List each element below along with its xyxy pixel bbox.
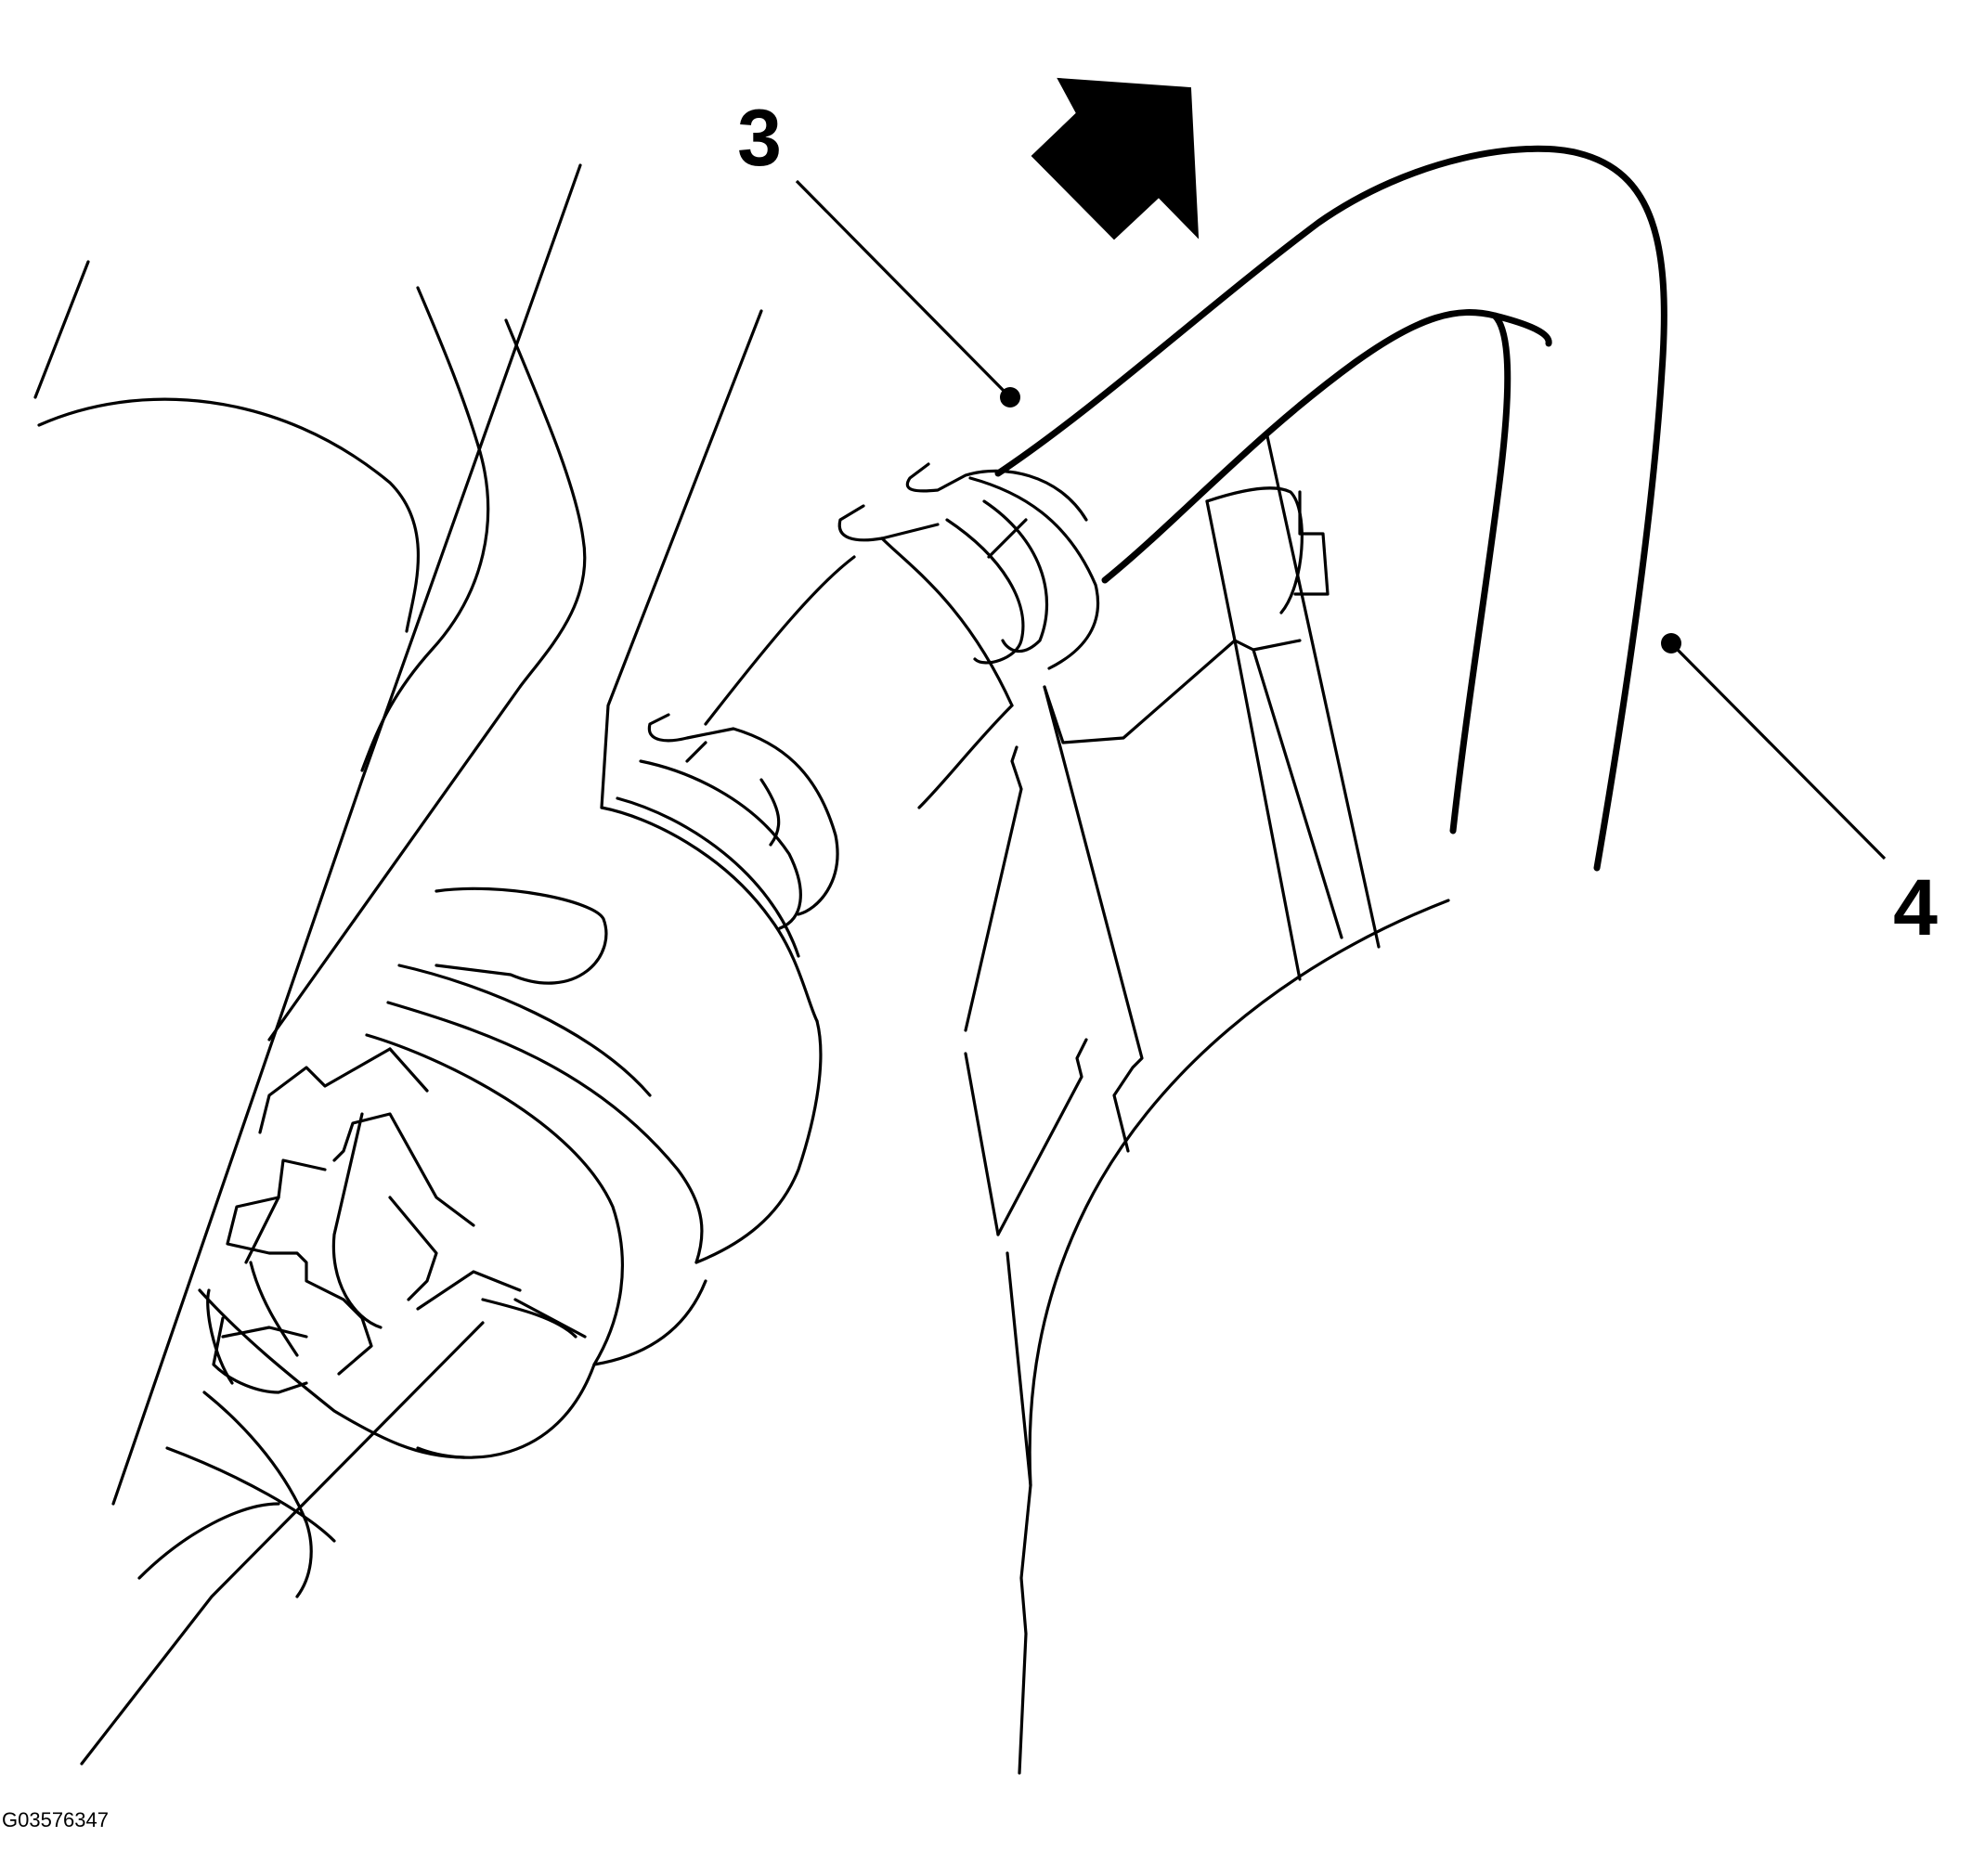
direction-arrow: [1031, 77, 1200, 240]
callout-3: 3: [737, 94, 1020, 408]
hose-clamps-and-pipe: [137, 462, 1100, 1598]
body-panel-outlines: [33, 163, 763, 1766]
callout-4-label: 4: [1893, 863, 1938, 952]
callout-3-label: 3: [737, 94, 782, 183]
arrow-icon: [1031, 77, 1200, 240]
callout-4-dot: [1661, 633, 1681, 653]
radiator-side-structure: [964, 434, 1450, 1775]
callout-4: 4: [1661, 633, 1938, 952]
callout-4-leader: [1669, 641, 1887, 860]
callout-3-dot: [1000, 387, 1020, 408]
upper-hose: [994, 145, 1667, 872]
callout-3-leader: [795, 179, 1012, 399]
figure-id: G03576347: [2, 1808, 109, 1831]
